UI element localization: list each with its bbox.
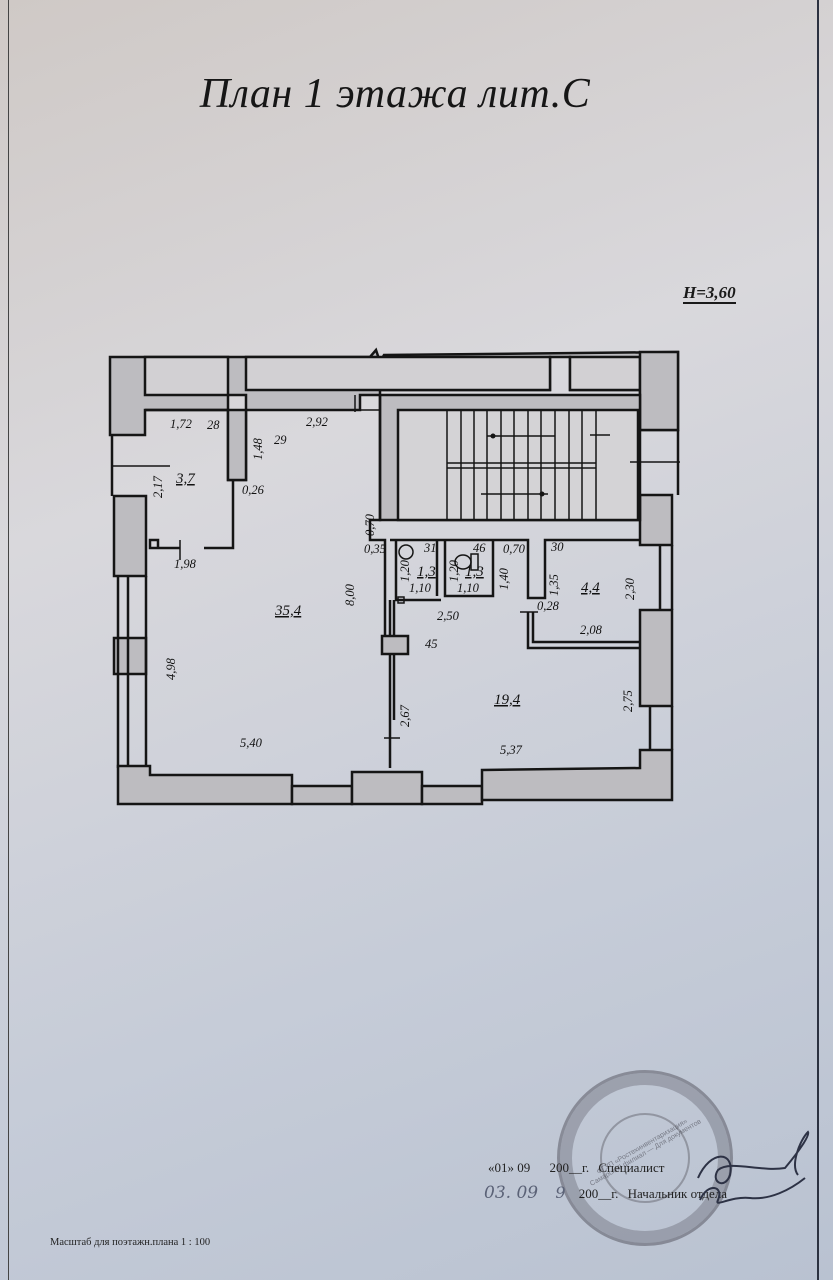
svg-text:19,4: 19,4 <box>494 692 521 708</box>
document-sheet <box>8 0 819 1280</box>
svg-text:3,7: 3,7 <box>175 471 196 487</box>
official-stamp: ФГУП «Ростехинвентаризация» Самарский фи… <box>557 1070 733 1246</box>
page-title: План 1 этажа лит.С <box>199 71 591 117</box>
svg-text:45: 45 <box>425 637 438 651</box>
svg-text:2,50: 2,50 <box>437 609 460 623</box>
svg-text:2,17: 2,17 <box>151 475 165 498</box>
svg-text:5,40: 5,40 <box>240 736 263 750</box>
svg-text:4,98: 4,98 <box>164 657 178 680</box>
ceiling-height-mark: H=3,60 <box>683 283 736 304</box>
scale-note: Масштаб для поэтажн.плана 1 : 100 <box>50 1237 211 1248</box>
svg-text:1,3: 1,3 <box>417 564 436 580</box>
svg-text:28: 28 <box>207 418 220 432</box>
svg-text:1,35: 1,35 <box>547 574 561 596</box>
signature-row-specialist: «01» 09 200__г. Специалист <box>488 1160 664 1176</box>
svg-text:1,98: 1,98 <box>174 557 197 571</box>
svg-text:29: 29 <box>274 433 287 447</box>
head-year: 200__г. <box>578 1186 619 1201</box>
svg-text:35,4: 35,4 <box>274 603 302 619</box>
head-year-hand: 9 <box>555 1183 566 1202</box>
room-28 <box>112 408 248 560</box>
head-date: 03. 09 <box>484 1183 539 1203</box>
staircase <box>334 393 680 650</box>
svg-text:1,3: 1,3 <box>465 564 484 580</box>
svg-text:2,30: 2,30 <box>623 577 637 600</box>
plan-labels: 1,72 28 2,92 29 1,48 2,17 3,7 0,26 1,98 … <box>151 415 637 757</box>
svg-text:30: 30 <box>550 540 564 554</box>
svg-text:2,67: 2,67 <box>398 704 412 727</box>
svg-text:1,72: 1,72 <box>170 417 192 431</box>
svg-text:1,20: 1,20 <box>398 559 412 582</box>
specialist-date: «01» 09 <box>488 1160 531 1175</box>
svg-text:4,4: 4,4 <box>581 580 600 596</box>
svg-text:0,70: 0,70 <box>503 542 526 556</box>
svg-text:1,10: 1,10 <box>409 581 432 595</box>
svg-text:0,26: 0,26 <box>242 483 265 497</box>
svg-text:0,35: 0,35 <box>364 542 386 556</box>
svg-text:0,70: 0,70 <box>363 513 377 536</box>
specialist-year: 200__г. <box>549 1160 590 1175</box>
bathrooms-31-46 <box>394 540 495 604</box>
svg-text:46: 46 <box>473 541 486 555</box>
svg-text:2,92: 2,92 <box>306 415 328 429</box>
svg-text:1,48: 1,48 <box>251 437 265 460</box>
svg-text:31: 31 <box>423 541 437 555</box>
svg-text:0,28: 0,28 <box>537 599 560 613</box>
svg-text:2,75: 2,75 <box>621 690 635 712</box>
svg-text:1,40: 1,40 <box>497 567 511 590</box>
svg-text:2,08: 2,08 <box>580 623 603 637</box>
svg-text:1,10: 1,10 <box>457 581 480 595</box>
specialist-role: Специалист <box>598 1160 665 1175</box>
stamp-inner-ring <box>600 1113 690 1203</box>
svg-text:5,37: 5,37 <box>500 743 523 757</box>
svg-text:1,20: 1,20 <box>447 559 461 582</box>
partitions <box>380 600 640 768</box>
exterior-walls <box>108 347 680 806</box>
handwritten-signatures <box>697 1130 810 1204</box>
svg-text:8,00: 8,00 <box>343 583 357 606</box>
